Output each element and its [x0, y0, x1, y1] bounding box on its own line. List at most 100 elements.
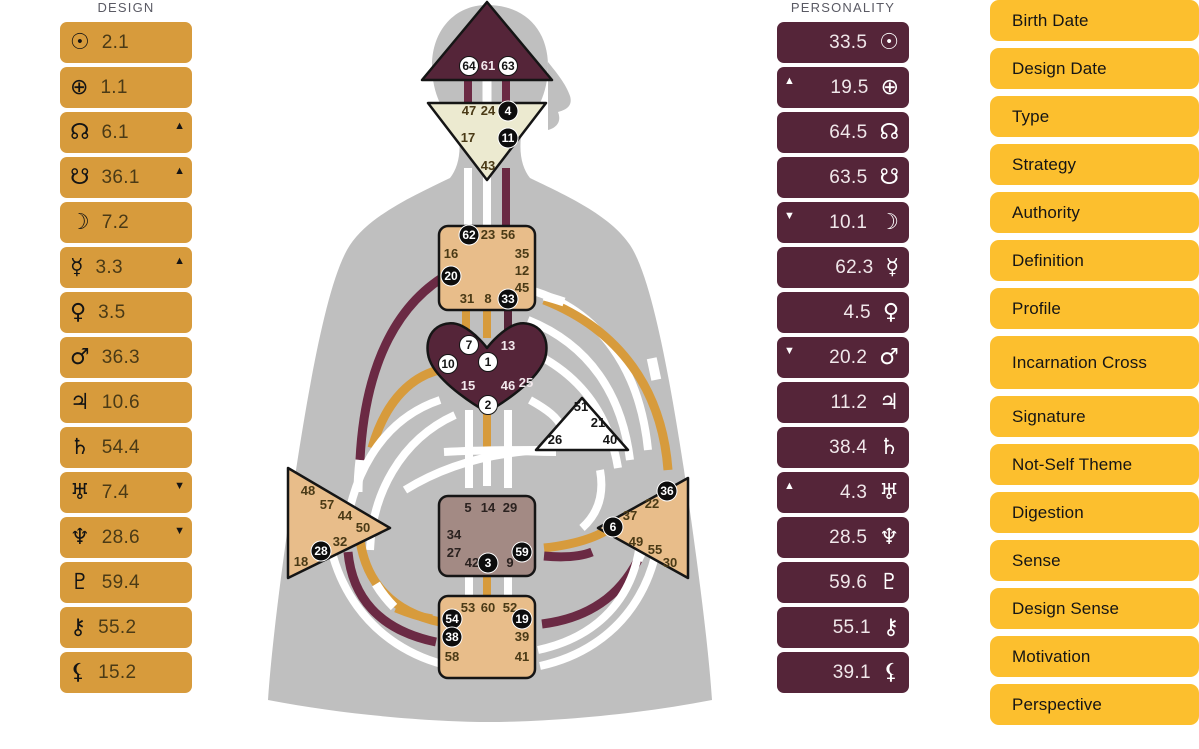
gate-18[interactable]: 18 — [294, 554, 308, 569]
gate-19[interactable]: 19 — [511, 608, 533, 630]
personality-planet-row-mercury[interactable]: 62.3☿ — [777, 245, 909, 290]
design-planet-row-jupiter[interactable]: ♃10.6 — [60, 380, 192, 425]
design-planet-row-black-moon-lilith[interactable]: ⚸15.2 — [60, 650, 192, 695]
property-item-sense[interactable]: Sense — [990, 540, 1199, 581]
design-pill-moon[interactable]: ☽7.2 — [60, 202, 192, 243]
personality-planet-row-chiron[interactable]: 55.1⚷ — [777, 605, 909, 650]
gate-1[interactable]: 1 — [478, 352, 498, 372]
property-item-motivation[interactable]: Motivation — [990, 636, 1199, 677]
property-item-digestion[interactable]: Digestion — [990, 492, 1199, 533]
gate-10[interactable]: 10 — [438, 354, 458, 374]
center-head[interactable] — [420, 0, 554, 82]
center-heart-ego[interactable] — [534, 396, 630, 452]
gate-35[interactable]: 35 — [515, 246, 529, 261]
gate-61[interactable]: 61 — [481, 58, 495, 73]
design-pill-sun[interactable]: ☉2.1 — [60, 22, 192, 63]
personality-pill-moon[interactable]: 10.1☽▼ — [777, 202, 909, 243]
gate-45[interactable]: 45 — [515, 280, 529, 295]
gate-59[interactable]: 59 — [511, 541, 533, 563]
property-item-not-self-theme[interactable]: Not-Self Theme — [990, 444, 1199, 485]
design-pill-south-node[interactable]: ☋36.1▲ — [60, 157, 192, 198]
design-pill-saturn[interactable]: ♄54.4 — [60, 427, 192, 468]
gate-31[interactable]: 31 — [460, 291, 474, 306]
design-planet-row-north-node[interactable]: ☊6.1▲ — [60, 110, 192, 155]
design-pill-venus[interactable]: ♀3.5 — [60, 292, 192, 333]
property-item-birth-date[interactable]: Birth Date — [990, 0, 1199, 41]
gate-8[interactable]: 8 — [484, 291, 491, 306]
personality-planet-row-south-node[interactable]: 63.5☋ — [777, 155, 909, 200]
gate-54[interactable]: 54 — [441, 608, 463, 630]
gate-22[interactable]: 22 — [645, 496, 659, 511]
personality-planet-row-jupiter[interactable]: 11.2♃ — [777, 380, 909, 425]
design-planet-row-sun[interactable]: ☉2.1 — [60, 20, 192, 65]
design-pill-jupiter[interactable]: ♃10.6 — [60, 382, 192, 423]
gate-24[interactable]: 24 — [481, 103, 496, 118]
gate-20[interactable]: 20 — [440, 265, 462, 287]
design-pill-chiron[interactable]: ⚷55.2 — [60, 607, 192, 648]
personality-pill-pluto[interactable]: 59.6♇ — [777, 562, 909, 603]
gate-26[interactable]: 26 — [548, 432, 562, 447]
design-planet-row-moon[interactable]: ☽7.2 — [60, 200, 192, 245]
gate-3[interactable]: 3 — [477, 552, 499, 574]
personality-planet-row-earth[interactable]: 19.5⊕▲ — [777, 65, 909, 110]
design-planet-row-south-node[interactable]: ☋36.1▲ — [60, 155, 192, 200]
gate-6[interactable]: 6 — [602, 516, 624, 538]
gate-64[interactable]: 64 — [459, 56, 479, 76]
design-planet-row-mars[interactable]: ♂36.3 — [60, 335, 192, 380]
personality-pill-mercury[interactable]: 62.3☿ — [777, 247, 909, 288]
gate-46[interactable]: 46 — [501, 378, 515, 393]
property-item-profile[interactable]: Profile — [990, 288, 1199, 329]
gate-60[interactable]: 60 — [481, 600, 495, 615]
gate-63[interactable]: 63 — [498, 56, 518, 76]
personality-planet-row-saturn[interactable]: 38.4♄ — [777, 425, 909, 470]
design-pill-mars[interactable]: ♂36.3 — [60, 337, 192, 378]
gate-43[interactable]: 43 — [481, 158, 495, 173]
property-item-type[interactable]: Type — [990, 96, 1199, 137]
gate-23[interactable]: 23 — [481, 227, 495, 242]
gate-32[interactable]: 32 — [333, 534, 347, 549]
personality-planet-row-north-node[interactable]: 64.5☊ — [777, 110, 909, 155]
gate-29[interactable]: 29 — [503, 500, 517, 515]
design-planet-row-venus[interactable]: ♀3.5 — [60, 290, 192, 335]
gate-14[interactable]: 14 — [481, 500, 496, 515]
gate-7[interactable]: 7 — [459, 335, 479, 355]
gate-56[interactable]: 56 — [501, 227, 515, 242]
gate-38[interactable]: 38 — [441, 626, 463, 648]
design-planet-row-chiron[interactable]: ⚷55.2 — [60, 605, 192, 650]
personality-pill-chiron[interactable]: 55.1⚷ — [777, 607, 909, 648]
property-item-perspective[interactable]: Perspective — [990, 684, 1199, 725]
gate-11[interactable]: 11 — [497, 127, 519, 149]
gate-15[interactable]: 15 — [461, 378, 475, 393]
design-pill-mercury[interactable]: ☿3.3▲ — [60, 247, 192, 288]
personality-planet-row-sun[interactable]: 33.5☉ — [777, 20, 909, 65]
personality-pill-mars[interactable]: 20.2♂▼ — [777, 337, 909, 378]
personality-pill-black-moon-lilith[interactable]: 39.1⚸ — [777, 652, 909, 693]
personality-pill-north-node[interactable]: 64.5☊ — [777, 112, 909, 153]
property-item-definition[interactable]: Definition — [990, 240, 1199, 281]
design-planet-row-uranus[interactable]: ♅7.4▼ — [60, 470, 192, 515]
gate-9[interactable]: 9 — [506, 555, 513, 570]
personality-pill-jupiter[interactable]: 11.2♃ — [777, 382, 909, 423]
design-planet-row-saturn[interactable]: ♄54.4 — [60, 425, 192, 470]
gate-30[interactable]: 30 — [663, 555, 677, 570]
gate-50[interactable]: 50 — [356, 520, 370, 535]
gate-55[interactable]: 55 — [648, 542, 662, 557]
gate-4[interactable]: 4 — [497, 100, 519, 122]
property-item-design-sense[interactable]: Design Sense — [990, 588, 1199, 629]
property-item-incarnation-cross[interactable]: Incarnation Cross — [990, 336, 1199, 389]
gate-40[interactable]: 40 — [603, 432, 617, 447]
property-item-signature[interactable]: Signature — [990, 396, 1199, 437]
design-planet-row-neptune[interactable]: ♆28.6▼ — [60, 515, 192, 560]
design-pill-earth[interactable]: ⊕1.1 — [60, 67, 192, 108]
personality-planet-row-mars[interactable]: 20.2♂▼ — [777, 335, 909, 380]
personality-pill-earth[interactable]: 19.5⊕▲ — [777, 67, 909, 108]
personality-pill-venus[interactable]: 4.5♀ — [777, 292, 909, 333]
gate-58[interactable]: 58 — [445, 649, 459, 664]
design-pill-neptune[interactable]: ♆28.6▼ — [60, 517, 192, 558]
design-planet-row-earth[interactable]: ⊕1.1 — [60, 65, 192, 110]
gate-27[interactable]: 27 — [447, 545, 461, 560]
personality-planet-row-black-moon-lilith[interactable]: 39.1⚸ — [777, 650, 909, 695]
gate-36[interactable]: 36 — [656, 480, 678, 502]
personality-planet-row-uranus[interactable]: 4.3♅▲ — [777, 470, 909, 515]
gate-21[interactable]: 21 — [591, 415, 605, 430]
